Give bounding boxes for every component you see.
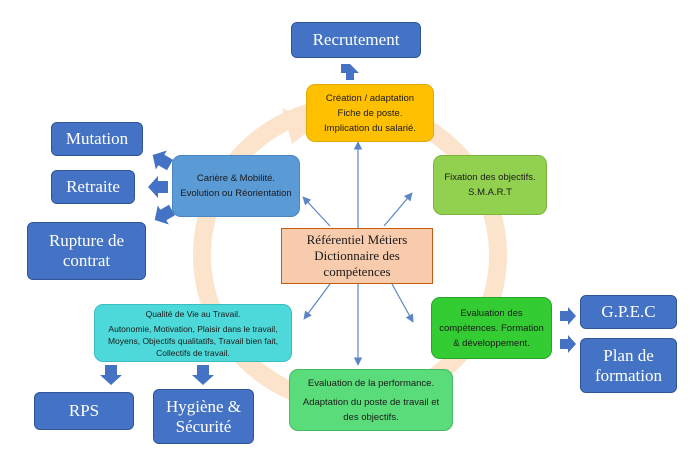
- plan-formation-box: Plan de formation: [580, 338, 677, 393]
- eval-comp-line-3: & développement.: [453, 337, 530, 349]
- connector-to-evaluation-competences: [391, 283, 414, 323]
- qvt-line-1: Qualité de Vie au Travail.: [145, 308, 241, 319]
- connector-to-carriere: [302, 196, 331, 227]
- gpec-box: G.P.E.C: [580, 295, 677, 329]
- eval-comp-line-1: Evaluation des: [460, 307, 523, 319]
- rps-box: RPS: [34, 392, 134, 430]
- qvt-line-4: Collectifs de travail.: [156, 347, 230, 358]
- perf-line-1: Evaluation de la performance.: [307, 377, 435, 389]
- eval-comp-line-2: compétences. Formation: [439, 322, 544, 334]
- perf-line-2: Adaptation du poste de travail et: [302, 396, 440, 408]
- hygiene-line-2: Sécurité: [175, 416, 232, 436]
- arrow-to-retraite: [148, 176, 168, 198]
- cycle-ring-arrowhead: [282, 108, 318, 144]
- arrow-to-rupture: [154, 204, 175, 225]
- perf-line-3: des objectifs.: [343, 411, 399, 423]
- objectifs-line-1: Fixation des objectifs.: [444, 172, 536, 183]
- objectifs-node: Fixation des objectifs. S.M.A.R.T: [433, 155, 547, 215]
- referentiel-center-box: Référentiel Métiers Dictionnaire des com…: [281, 228, 433, 284]
- connector-to-qualite-vie: [303, 283, 331, 320]
- rupture-label-line-2: contrat: [62, 251, 111, 270]
- rupture-box: Rupture de contrat: [27, 222, 146, 280]
- center-line-2: Dictionnaire des: [314, 248, 400, 263]
- arrow-to-rps: [100, 365, 122, 385]
- arrow-to-hygiene: [192, 365, 214, 385]
- recrutement-box: Recrutement: [291, 22, 421, 58]
- qvt-line-2: Autonomie, Motivation, Plaisir dans le t…: [108, 323, 278, 334]
- arrow-to-plan-formation: [560, 335, 576, 353]
- retraite-box: Retraite: [51, 170, 135, 204]
- mutation-label: Mutation: [65, 129, 129, 148]
- fiche-line-2: Fiche de poste.: [337, 107, 403, 119]
- rupture-label-line-1: Rupture de: [48, 231, 125, 250]
- fiche-line-3: Implication du salarié.: [324, 122, 416, 134]
- mutation-box: Mutation: [51, 122, 143, 156]
- connector-to-objectifs: [383, 192, 413, 227]
- recrutement-label: Recrutement: [312, 30, 400, 49]
- hygiene-line-1: Hygiène &: [165, 396, 242, 416]
- center-line-3: compétences: [323, 264, 391, 279]
- qualite-vie-node: Qualité de Vie au Travail. Autonomie, Mo…: [94, 304, 292, 362]
- carriere-line-1: Carière & Mobilité.: [196, 173, 276, 184]
- plan-formation-line-2: formation: [594, 365, 663, 385]
- fiche-de-poste-node: Création / adaptation Fiche de poste. Im…: [306, 84, 434, 142]
- arrow-to-mutation: [152, 150, 173, 171]
- gpec-label: G.P.E.C: [601, 302, 656, 321]
- retraite-label: Retraite: [66, 177, 120, 196]
- hygiene-box: Hygiène & Sécurité: [153, 389, 254, 444]
- evaluation-competences-node: Evaluation des compétences. Formation & …: [431, 297, 552, 359]
- objectifs-line-2: S.M.A.R.T: [468, 187, 512, 198]
- rps-label: RPS: [68, 401, 100, 420]
- center-line-1: Référentiel Métiers: [306, 232, 408, 247]
- evaluation-performance-node: Evaluation de la performance. Adaptation…: [289, 369, 453, 431]
- carriere-line-2: Evolution ou Réorientation: [180, 188, 292, 199]
- fiche-line-1: Création / adaptation: [325, 92, 415, 104]
- qvt-line-3: Moyens, Objectifs qualitatifs, Travail b…: [107, 335, 279, 346]
- plan-formation-line-1: Plan de: [603, 345, 654, 365]
- arrow-to-recrutement: [341, 64, 359, 80]
- arrow-to-gpec: [560, 307, 576, 325]
- carriere-node: Carière & Mobilité. Evolution ou Réorien…: [172, 155, 300, 217]
